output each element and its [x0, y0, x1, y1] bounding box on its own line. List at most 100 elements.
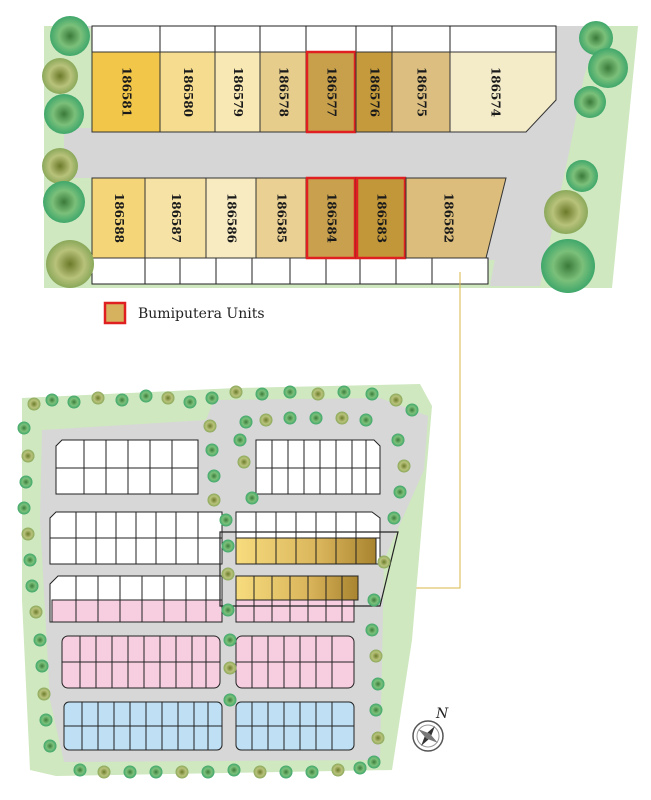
- tree: [115, 393, 129, 407]
- unit-lot[interactable]: [449, 51, 557, 133]
- tree: [73, 763, 87, 777]
- tree: [223, 693, 237, 707]
- unit-number: 186588: [112, 193, 126, 243]
- tree: [149, 765, 163, 779]
- unit-number: 186579: [231, 67, 245, 117]
- bumiputera-highlight: [305, 176, 357, 260]
- tree: [283, 385, 297, 399]
- tree: [391, 433, 405, 447]
- block-j: [235, 701, 355, 751]
- tree: [311, 387, 325, 401]
- master-plan: [17, 384, 432, 779]
- tree: [207, 469, 221, 483]
- main-road: [64, 128, 534, 178]
- tree: [50, 16, 90, 56]
- unit-number: 186577: [325, 67, 339, 117]
- tree: [283, 411, 297, 425]
- unit-lot[interactable]: [205, 177, 257, 259]
- unit-lot[interactable]: [91, 51, 161, 133]
- tree: [353, 761, 367, 775]
- tree: [29, 605, 43, 619]
- tree: [42, 148, 78, 184]
- tree: [544, 190, 588, 234]
- tree: [365, 623, 379, 637]
- tree: [45, 393, 59, 407]
- tree: [17, 501, 31, 515]
- tree: [309, 411, 323, 425]
- tree: [205, 443, 219, 457]
- block-f: [235, 575, 359, 623]
- tree: [237, 455, 251, 469]
- unit-lot[interactable]: [355, 177, 407, 259]
- tree: [219, 513, 233, 527]
- unit-lot[interactable]: [355, 51, 393, 133]
- unit-number: 186583: [375, 193, 389, 243]
- tree: [367, 593, 381, 607]
- tree: [44, 94, 84, 134]
- unit-number: 186584: [325, 193, 339, 243]
- unit-lot[interactable]: [144, 177, 207, 259]
- unit-number: 186585: [275, 193, 289, 243]
- tree: [588, 48, 628, 88]
- tree: [123, 765, 137, 779]
- tree: [566, 160, 598, 192]
- unit-lot[interactable]: [305, 177, 357, 259]
- unit-lot[interactable]: [391, 51, 451, 133]
- tree: [221, 603, 235, 617]
- side-road: [490, 26, 594, 286]
- top-row-rear-yards: [91, 25, 557, 53]
- block-c: [49, 511, 223, 565]
- tree: [371, 677, 385, 691]
- tree: [223, 661, 237, 675]
- block-b: [255, 439, 381, 495]
- tree: [239, 415, 253, 429]
- tree: [365, 387, 379, 401]
- tree: [35, 659, 49, 673]
- tree: [369, 703, 383, 717]
- tree: [43, 181, 85, 223]
- legend-swatch: [103, 301, 127, 325]
- tree: [229, 385, 243, 399]
- block-i: [63, 701, 223, 751]
- trees-left: [42, 16, 94, 288]
- tree: [201, 765, 215, 779]
- tree: [331, 763, 345, 777]
- north-label: N: [435, 706, 449, 722]
- unit-lot[interactable]: [405, 177, 507, 259]
- tree: [389, 393, 403, 407]
- block-a: [55, 439, 199, 495]
- unit-number: 186575: [415, 67, 429, 117]
- tree: [253, 765, 267, 779]
- tree: [42, 58, 78, 94]
- tree: [46, 240, 94, 288]
- tree: [359, 413, 373, 427]
- compass-rose: N: [412, 706, 449, 752]
- unit-lot[interactable]: [305, 51, 357, 133]
- tree: [377, 555, 391, 569]
- unit-lot[interactable]: [259, 51, 307, 133]
- tree: [91, 391, 105, 405]
- tree: [39, 713, 53, 727]
- tree: [25, 579, 39, 593]
- tree: [203, 419, 217, 433]
- tree: [139, 389, 153, 403]
- legend: Bumiputera Units: [103, 301, 265, 325]
- unit-lot[interactable]: [255, 177, 307, 259]
- tree: [205, 391, 219, 405]
- bumiputera-highlight: [355, 176, 407, 260]
- master-plan-trees: [17, 385, 419, 779]
- tree: [335, 411, 349, 425]
- pink-units-row-1: [51, 599, 223, 623]
- tree: [37, 687, 51, 701]
- tree: [19, 475, 33, 489]
- tree: [387, 511, 401, 525]
- unit-lot[interactable]: [91, 177, 146, 259]
- unit-lot[interactable]: [159, 51, 216, 133]
- block-e: [49, 575, 223, 623]
- tree: [393, 485, 407, 499]
- tree: [405, 403, 419, 417]
